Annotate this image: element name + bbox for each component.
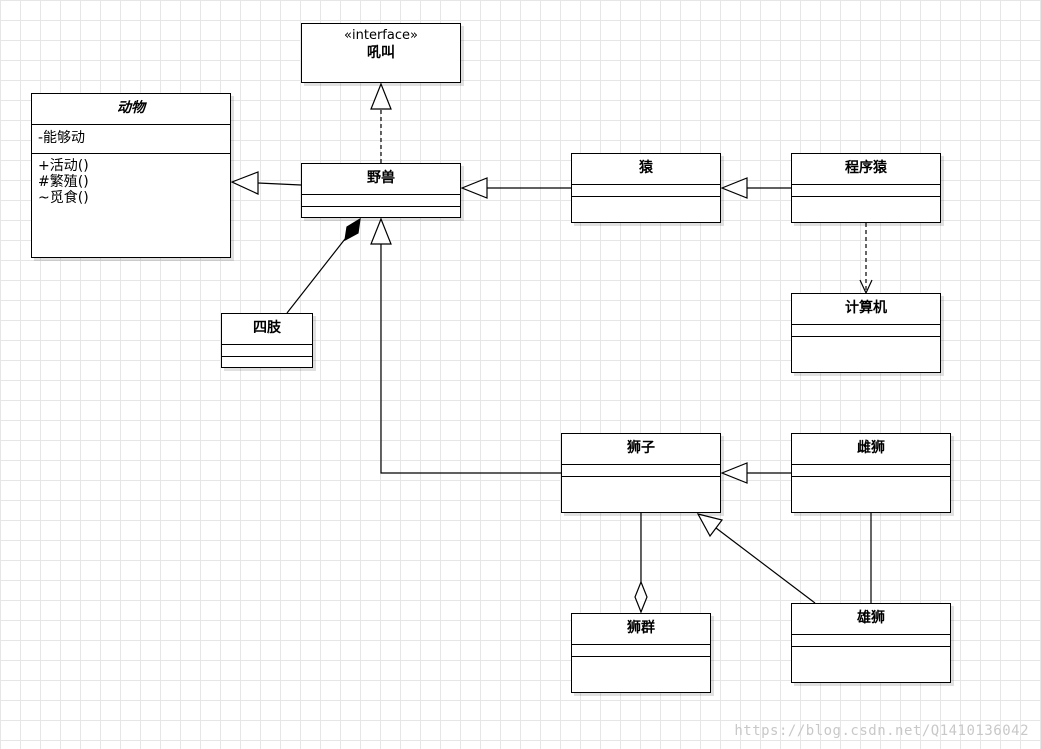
generalization-arrowhead (696, 513, 724, 538)
attributes-section (572, 185, 720, 197)
composition-diamond (344, 217, 361, 242)
class-programmer-ape-box[interactable]: 程序猿 (791, 153, 941, 223)
operations-section (792, 647, 950, 659)
class-name: 狮群 (572, 614, 710, 645)
operations-section (222, 357, 312, 369)
operations-section (572, 657, 710, 669)
class-name: 计算机 (792, 294, 940, 325)
attributes-section (792, 185, 940, 197)
aggregation-diamond (634, 580, 648, 614)
generalization-arrowhead (460, 177, 488, 199)
attributes-section (562, 465, 720, 477)
class-ape-box[interactable]: 猿 (571, 153, 721, 223)
operations-section (562, 477, 720, 489)
operations-section (792, 337, 940, 349)
generalization-arrowhead (230, 171, 259, 195)
watermark-text: https://blog.csdn.net/Q1410136042 (734, 723, 1029, 739)
class-lion-box[interactable]: 狮子 (561, 433, 721, 513)
interface-stereotype: «interface» (344, 28, 418, 43)
class-name: 雄狮 (792, 604, 950, 635)
class-name: 程序猿 (792, 154, 940, 185)
class-male-lion-box[interactable]: 雄狮 (791, 603, 951, 683)
operations-section (302, 207, 460, 219)
generalization-line-beast-animal (257, 182, 302, 186)
operation: ~觅食() (38, 190, 89, 206)
class-limbs-box[interactable]: 四肢 (221, 313, 313, 368)
operations-section (792, 197, 940, 209)
class-name: 动物 (32, 94, 230, 125)
attribute: -能够动 (38, 130, 86, 146)
attributes-section (302, 195, 460, 207)
class-beast-box[interactable]: 野兽 (301, 163, 461, 218)
composition-line-limbs-beast (286, 238, 346, 314)
generalization-arrowhead (720, 462, 748, 484)
operations-section: +活动() #繁殖() ~觅食() (32, 154, 230, 206)
class-computer-box[interactable]: 计算机 (791, 293, 941, 373)
generalization-arrowhead (370, 217, 392, 245)
realization-arrowhead (370, 82, 392, 110)
class-name: 雌狮 (792, 434, 950, 465)
operations-section (572, 197, 720, 209)
interface-name: 吼叫 (367, 45, 395, 61)
attributes-section (792, 635, 950, 647)
class-pride-box[interactable]: 狮群 (571, 613, 711, 693)
attributes-section (792, 325, 940, 337)
operation: #繁殖() (38, 174, 89, 190)
class-name: 狮子 (562, 434, 720, 465)
class-name: 野兽 (302, 164, 460, 195)
generalization-arrowhead (720, 177, 748, 199)
attributes-section (222, 345, 312, 357)
operation: +活动() (38, 158, 89, 174)
class-name: 四肢 (222, 314, 312, 345)
attributes-section (572, 645, 710, 657)
class-name: 猿 (572, 154, 720, 185)
operations-section (792, 477, 950, 489)
attributes-section: -能够动 (32, 125, 230, 154)
attributes-section (792, 465, 950, 477)
class-lioness-box[interactable]: 雌狮 (791, 433, 951, 513)
generalization-line-lion-beast (380, 244, 561, 474)
generalization-line-malelion-lion (715, 527, 816, 604)
class-animal-box[interactable]: 动物 -能够动 +活动() #繁殖() ~觅食() (31, 93, 231, 258)
interface-roar-box[interactable]: «interface» 吼叫 (301, 23, 461, 83)
